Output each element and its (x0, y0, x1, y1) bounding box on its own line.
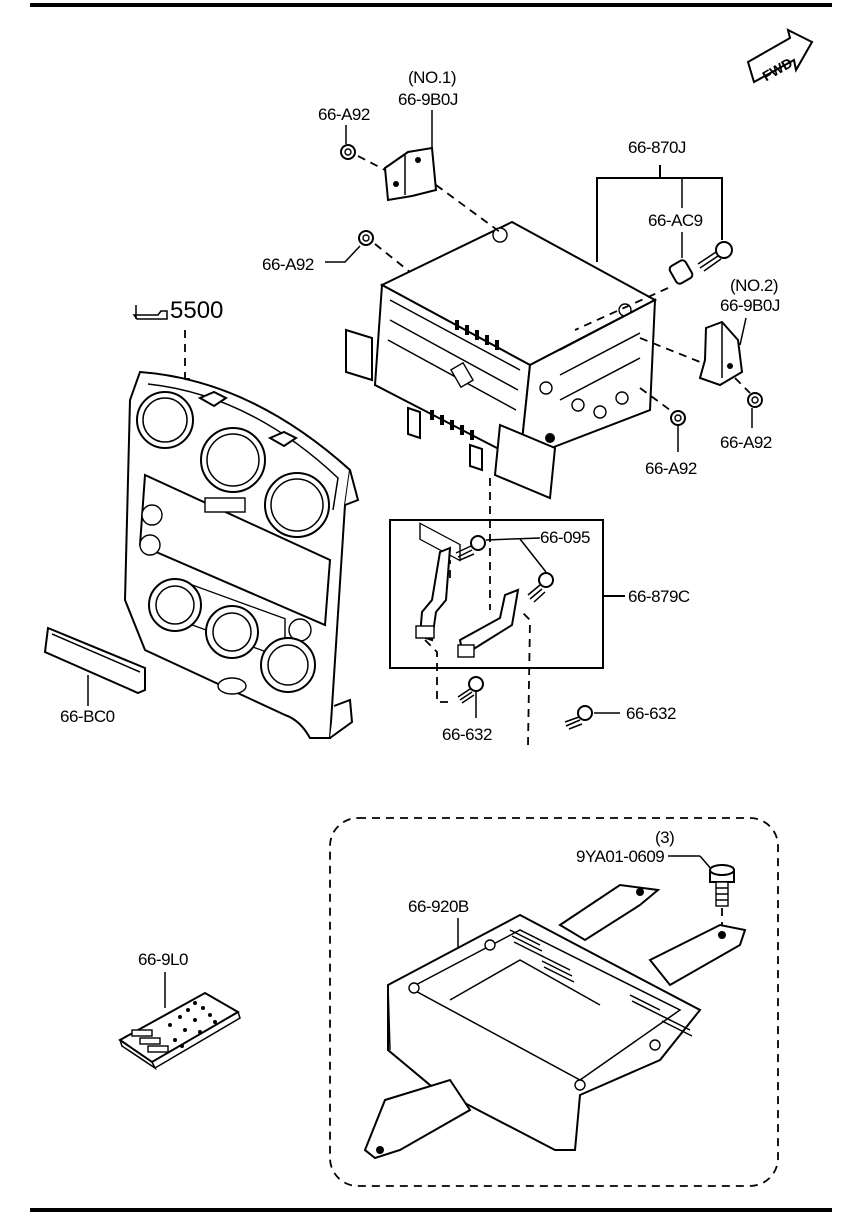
vent-slots (430, 320, 499, 440)
bracket-no2: (NO.2) 66-9B0J (639, 276, 780, 387)
audio-unit (345, 220, 658, 562)
label-bolt-part: 9YA01-0609 (576, 847, 664, 866)
label-unit-part: 66-870J (628, 138, 686, 157)
label-screw-632-left: 66-632 (442, 725, 492, 744)
label-bracket-set: 66-879C (628, 587, 690, 606)
cover-bc0: 66-BC0 (43, 626, 146, 726)
label-screw-a92-mid: 66-A92 (262, 255, 314, 274)
label-bracket-no1-part: 66-9B0J (398, 90, 458, 109)
remote-9l0: 66-9L0 (118, 950, 241, 1071)
bracket-no1: (NO.1) 66-9B0J (383, 68, 458, 202)
label-screw-a92-bottom: 66-A92 (645, 459, 697, 478)
label-screw-a92-top: 66-A92 (318, 105, 370, 124)
fwd-arrow-icon: FWD (746, 28, 814, 84)
bracket-set-879c: 66-879C 66-095 (389, 478, 690, 669)
label-screw-a92-right: 66-A92 (720, 433, 772, 452)
unit-label-group: 66-870J 66-AC9 (574, 138, 733, 331)
screw-a92-bottom: 66-A92 (639, 387, 697, 478)
ref-label: 5500 (170, 297, 223, 324)
label-bolt-qty: (3) (655, 828, 674, 847)
label-remote-part: 66-9L0 (138, 950, 188, 969)
tray-frame (329, 817, 779, 1187)
label-screw-632-right: 66-632 (626, 704, 676, 723)
spacer-ac9 (668, 259, 694, 285)
screw-a92-top: 66-A92 (318, 105, 501, 233)
screw-632-left: 66-632 (424, 639, 492, 744)
label-tray-part: 66-920B (408, 897, 469, 916)
label-cover-bc0: 66-BC0 (60, 707, 115, 726)
pointing-hand-icon (132, 305, 168, 320)
screw-870j (697, 241, 733, 272)
label-screw-ac9: 66-AC9 (648, 211, 703, 230)
screw-095-b (527, 572, 554, 603)
remote-buttons (131, 1001, 217, 1053)
tray-920b: 66-920B (363, 883, 747, 1160)
screw-a92-mid: 66-A92 (262, 230, 411, 274)
label-bracket-no1-qty: (NO.1) (408, 68, 456, 87)
center-panel-bezel (123, 370, 360, 739)
screw-095-a (455, 535, 486, 561)
label-screw-095: 66-095 (540, 528, 590, 547)
bolt-9ya01: (3) 9YA01-0609 (576, 828, 735, 935)
label-bracket-no2-qty: (NO.2) (730, 276, 778, 295)
screw-a92-right: 66-A92 (720, 377, 772, 452)
screw-632-right: 66-632 (519, 609, 676, 746)
label-bracket-no2-part: 66-9B0J (720, 296, 780, 315)
